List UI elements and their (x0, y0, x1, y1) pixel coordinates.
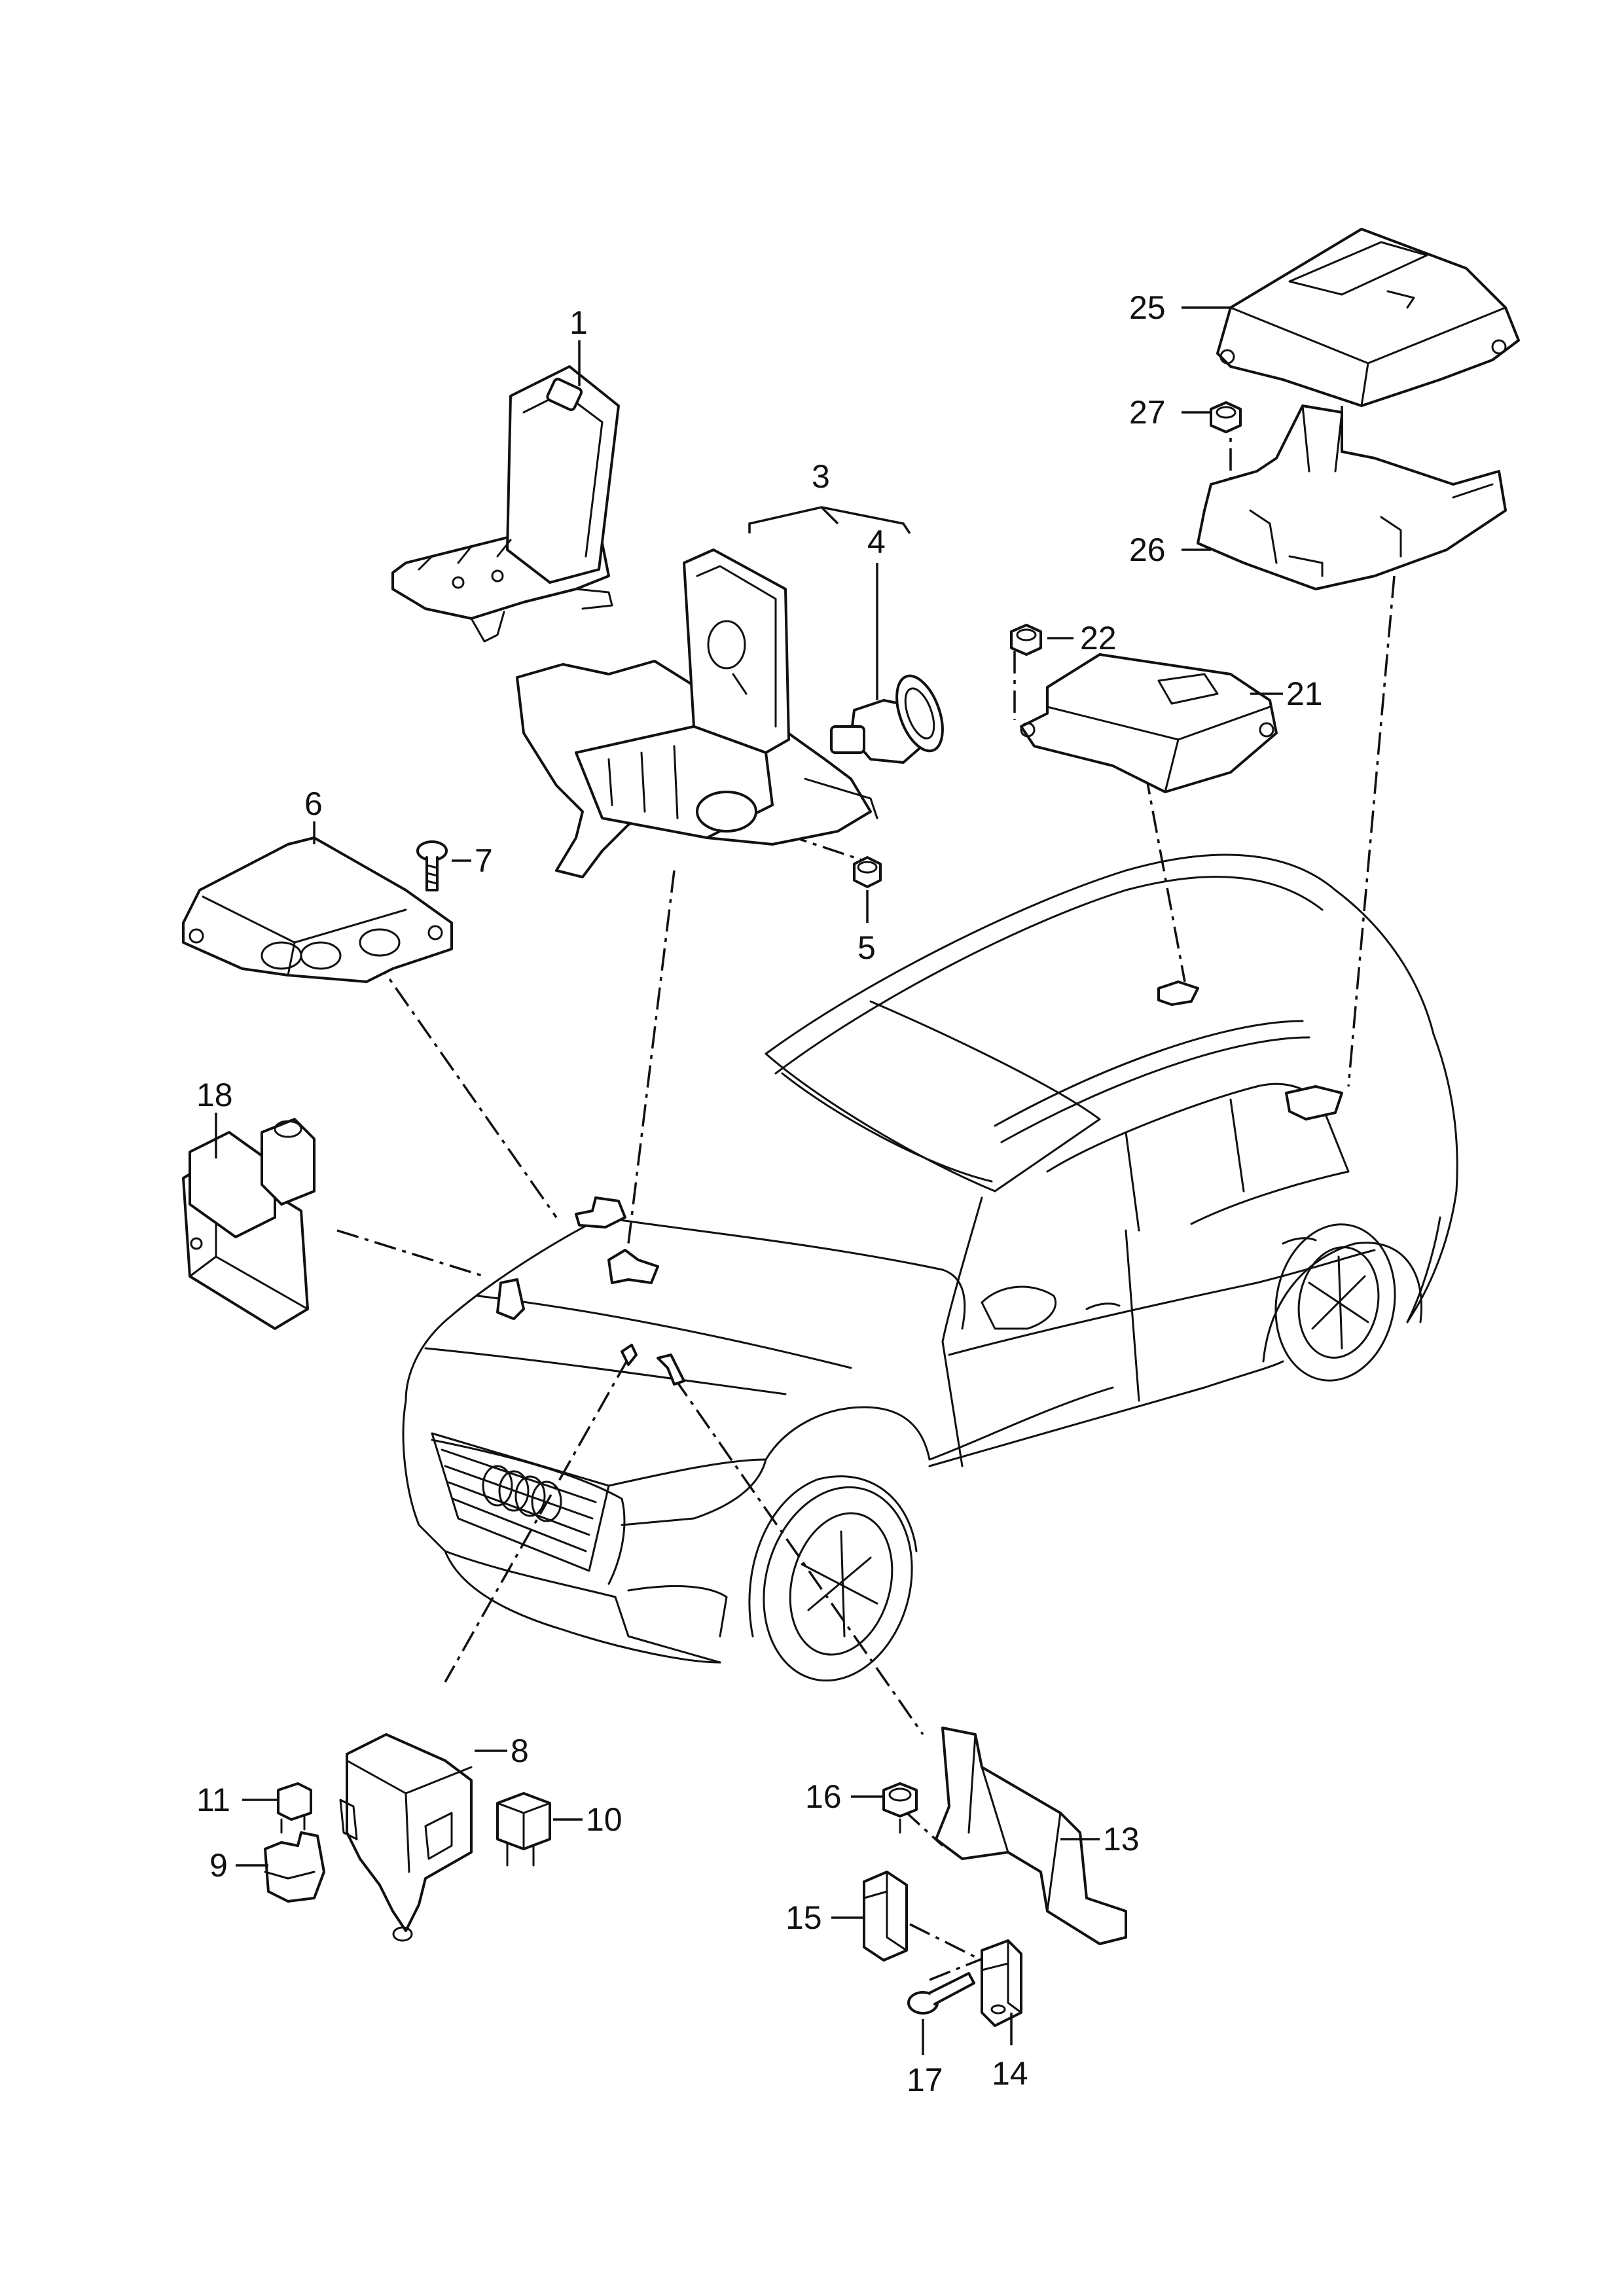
part-14-sensor (981, 1939, 1022, 2027)
callout-9: 9 (209, 1847, 228, 1884)
part-6-control-unit (182, 836, 453, 983)
mount-marker-3 (607, 1249, 659, 1284)
callout-10: 10 (586, 1801, 623, 1838)
part-5-nut (853, 856, 882, 888)
part-11-fuse (277, 1782, 312, 1834)
callout-11: 11 (196, 1782, 230, 1818)
callout-17: 17 (907, 2062, 943, 2098)
part-9-clip (264, 1831, 325, 1903)
mount-marker-13 (657, 1354, 685, 1386)
callout-21: 21 (1286, 675, 1323, 712)
callout-18: 18 (196, 1077, 233, 1113)
callout-3: 3 (812, 458, 830, 495)
callout-26: 26 (1129, 531, 1166, 568)
part-22-nut (1010, 624, 1042, 656)
part-26-bracket (1197, 404, 1507, 590)
callout-1: 1 (569, 304, 588, 341)
part-25-control-unit (1216, 228, 1520, 407)
part-7-screw (416, 840, 448, 891)
callout-8: 8 (511, 1732, 529, 1769)
reference-lines (336, 406, 1396, 1981)
callout-5: 5 (857, 929, 876, 966)
mount-marker-6 (575, 1196, 626, 1229)
callout-13: 13 (1103, 1821, 1140, 1857)
vehicle-outline (402, 853, 1458, 1682)
part-13-bracket (935, 1727, 1127, 1945)
mount-marker-8 (621, 1344, 638, 1366)
callout-22: 22 (1080, 620, 1117, 656)
mount-marker-21 (1157, 980, 1199, 1006)
mount-marker-26 (1285, 1085, 1343, 1121)
part-15-sensor (863, 1871, 908, 1962)
part-21-control-unit (1020, 653, 1278, 793)
mount-marker-18 (496, 1278, 525, 1320)
part-1-fuse-box (391, 365, 620, 643)
callout-labels: 1 3 4 5 6 7 8 9 10 11 13 14 15 16 17 18 … (196, 289, 1323, 2098)
part-17-screw (907, 1972, 975, 2015)
callout-4: 4 (867, 524, 886, 560)
callout-15: 15 (785, 1899, 822, 1936)
callout-14: 14 (992, 2055, 1028, 2092)
callout-7: 7 (475, 842, 493, 879)
part-3-fuse-carrier (516, 548, 878, 878)
part-8-fuse-holder (339, 1733, 473, 1942)
callout-25: 25 (1129, 289, 1166, 326)
part-4-socket (830, 674, 944, 764)
callout-leaders (215, 306, 1283, 2055)
callout-6: 6 (304, 785, 323, 822)
part-16-nut (882, 1782, 918, 1834)
callout-16: 16 (805, 1778, 842, 1815)
mount-markers (496, 980, 1343, 1386)
part-27-nut (1210, 401, 1242, 433)
part-18-control-unit (182, 1118, 316, 1330)
part-10-relay (496, 1792, 551, 1867)
callout-27: 27 (1129, 394, 1166, 431)
